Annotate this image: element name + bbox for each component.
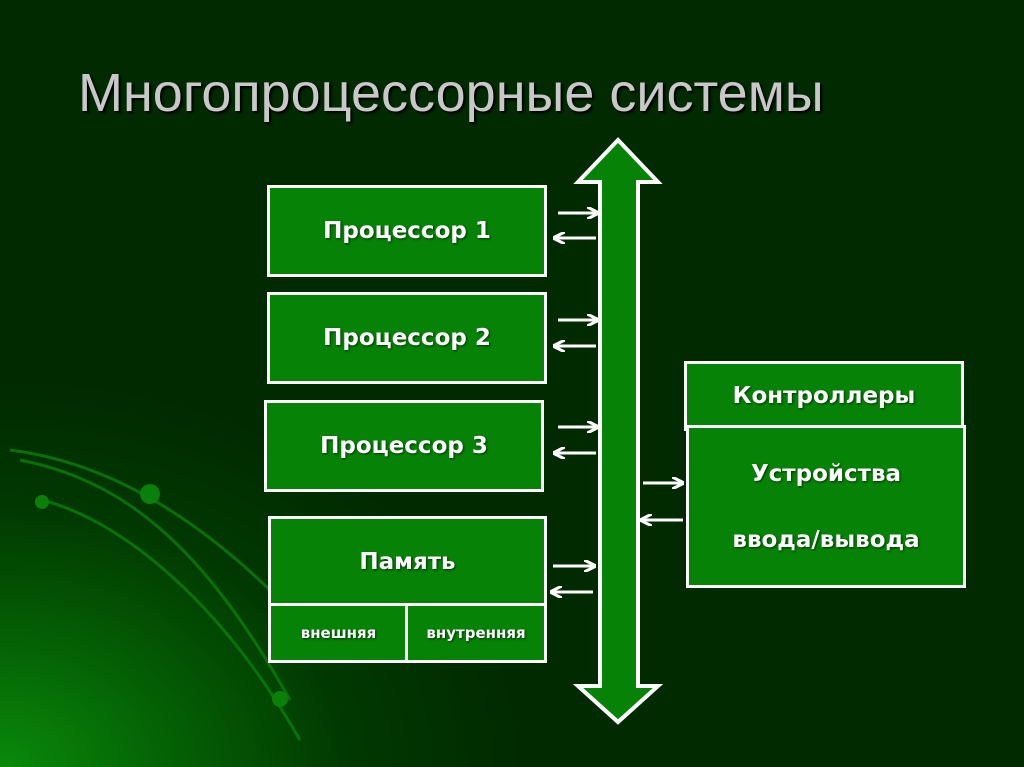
io-devices-label-line2: ввода/вывода [732,526,920,553]
memory-label: Память [359,549,456,575]
processor-2-label: Процессор 2 [323,325,491,351]
processor-3-box: Процессор 3 [264,400,544,492]
memory-internal-label: внутренняя [426,624,526,642]
slide-title: Многопроцессорные системы [78,63,824,123]
processor-1-box: Процессор 1 [267,185,547,277]
memory-external-box: внешняя [268,603,409,663]
processor-2-box: Процессор 2 [267,292,547,384]
memory-external-label: внешняя [300,624,377,642]
memory-internal-box: внутренняя [405,603,547,663]
io-devices-label-line1: Устройства [750,460,902,487]
io-devices-box: Устройства ввода/вывода [686,425,966,588]
controllers-box: Контроллеры [684,361,964,431]
processor-3-label: Процессор 3 [320,433,488,459]
processor-1-label: Процессор 1 [323,218,491,244]
controllers-label: Контроллеры [732,383,916,409]
